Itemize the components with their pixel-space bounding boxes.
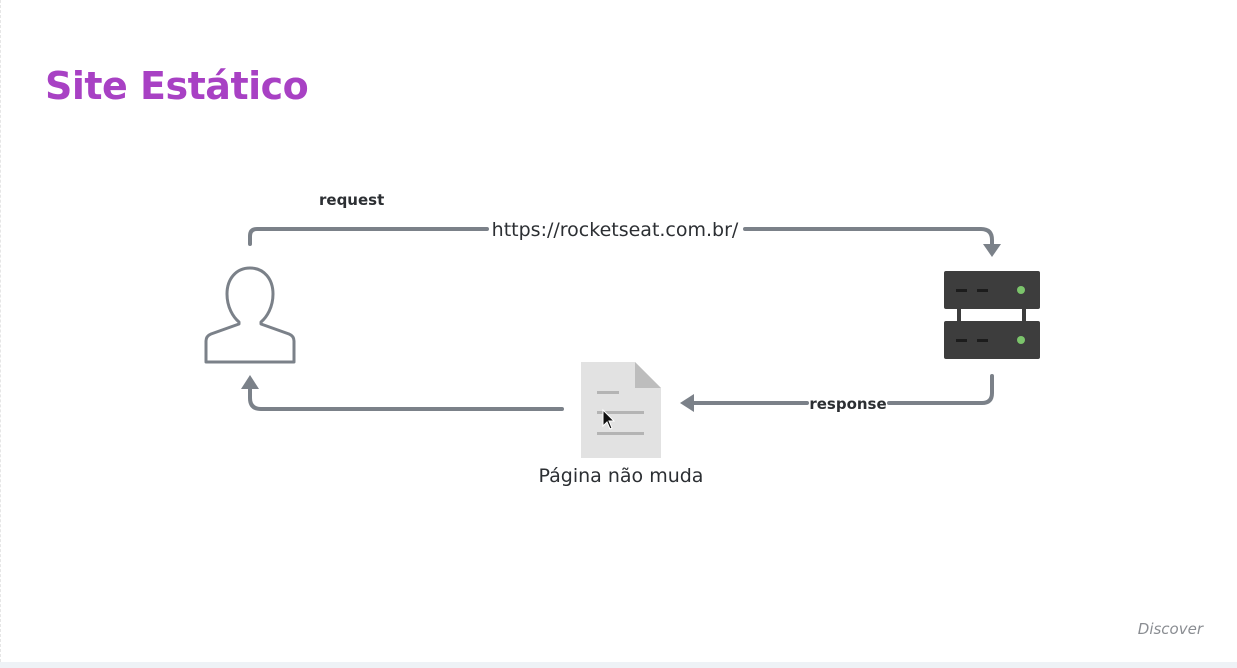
return-arrow (241, 375, 564, 411)
page-caption: Página não muda (539, 465, 704, 487)
user-icon (204, 266, 296, 364)
request-arrow (248, 227, 1001, 257)
return-arrowhead (241, 375, 259, 389)
slide-title: Site Estático (45, 64, 309, 108)
request-arrow-line (248, 227, 489, 246)
server-led-bottom (1017, 336, 1025, 344)
mouse-cursor-icon (602, 408, 616, 430)
request-label: request (319, 191, 384, 209)
server-icon (944, 271, 1040, 359)
response-arrow (680, 374, 994, 412)
server-led-top (1017, 286, 1025, 294)
response-arrow-line-right (887, 374, 994, 405)
request-arrowhead (983, 244, 1001, 257)
url-label: https://rocketseat.com.br/ (492, 219, 739, 241)
server-unit-bottom (944, 321, 1040, 359)
request-arrow-line-right (743, 227, 994, 247)
document-icon (581, 362, 661, 458)
return-arrow-line (248, 386, 564, 411)
footer-label: Discover (1137, 620, 1203, 638)
response-label: response (809, 395, 886, 413)
response-arrowhead (680, 394, 694, 412)
server-unit-top (944, 271, 1040, 309)
